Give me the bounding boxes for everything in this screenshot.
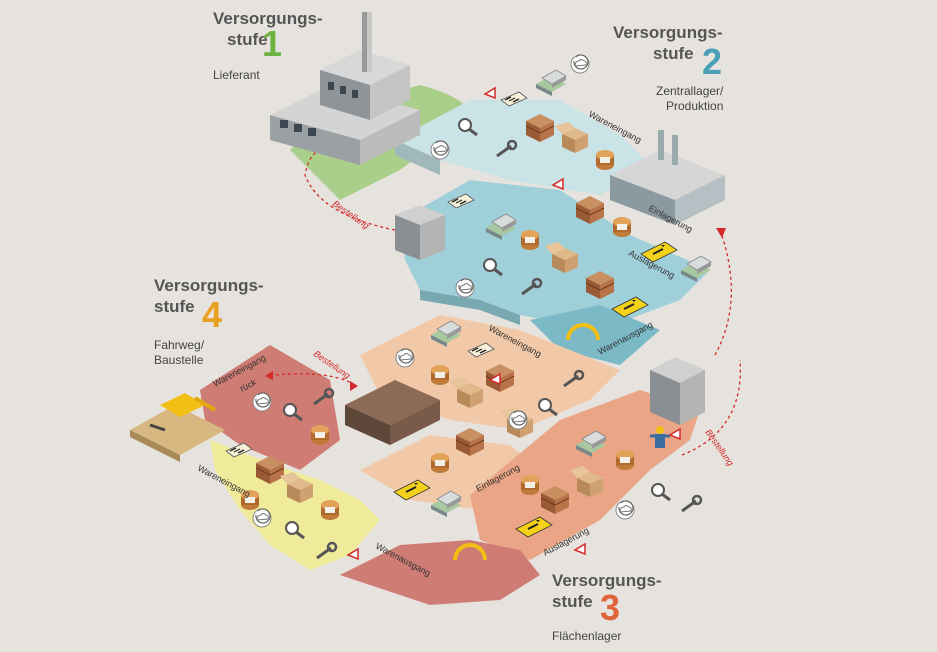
office-tower-icon <box>650 357 705 425</box>
stufe-3-number: 3 <box>600 587 621 628</box>
stufe-4-title-line1: Versorgungs- <box>154 276 264 295</box>
office-tower-icon <box>395 205 445 260</box>
stufe-4-subtitle-1: Fahrweg/ <box>154 338 205 352</box>
stufe-3-title-line2: stufe <box>552 592 593 611</box>
excavator-icon <box>130 393 225 462</box>
stufe-1-number: 1 <box>262 23 283 64</box>
zone-stufe-3-flaechenlager <box>340 315 700 605</box>
warehouse-icon <box>345 380 440 445</box>
stufe-2-title-line2: stufe <box>653 44 694 63</box>
stufe-4-title: Versorgungs- stufe <box>154 275 264 317</box>
zone-stufe-4-baustelle <box>200 345 380 570</box>
stufe-3-title: Versorgungs- stufe <box>552 570 662 612</box>
worker-icon <box>650 426 670 448</box>
stufe-3-title-line1: Versorgungs- <box>552 571 662 590</box>
zentrallager-building-icon <box>610 130 725 225</box>
stufe-2-number: 2 <box>702 41 723 82</box>
stufe-1-title-line2: stufe <box>227 30 268 49</box>
stufe-1-title: Versorgungs- stufe <box>213 8 323 50</box>
stufe-2-subtitle-2: Produktion <box>666 99 724 113</box>
label-bestellung-3: Bestellung <box>703 427 735 467</box>
label-bestellung-1: Bestellung <box>331 198 371 230</box>
stufe-2-title-line1: Versorgungs- <box>613 23 723 42</box>
stufe-2-title: Versorgungs- stufe <box>613 22 723 64</box>
stufe-3-subtitle: Flächenlager <box>552 629 622 643</box>
stufe-4-title-line2: stufe <box>154 297 195 316</box>
stufe-2-subtitle-1: Zentrallager/ <box>656 84 724 98</box>
factory-icon <box>270 12 420 165</box>
gate-arches <box>453 323 600 561</box>
stufe-1-title-line1: Versorgungs- <box>213 9 323 28</box>
stufe-4-subtitle-2: Baustelle <box>154 353 204 367</box>
stufe-1-subtitle: Lieferant <box>213 68 260 82</box>
stufe-4-number: 4 <box>202 294 223 335</box>
